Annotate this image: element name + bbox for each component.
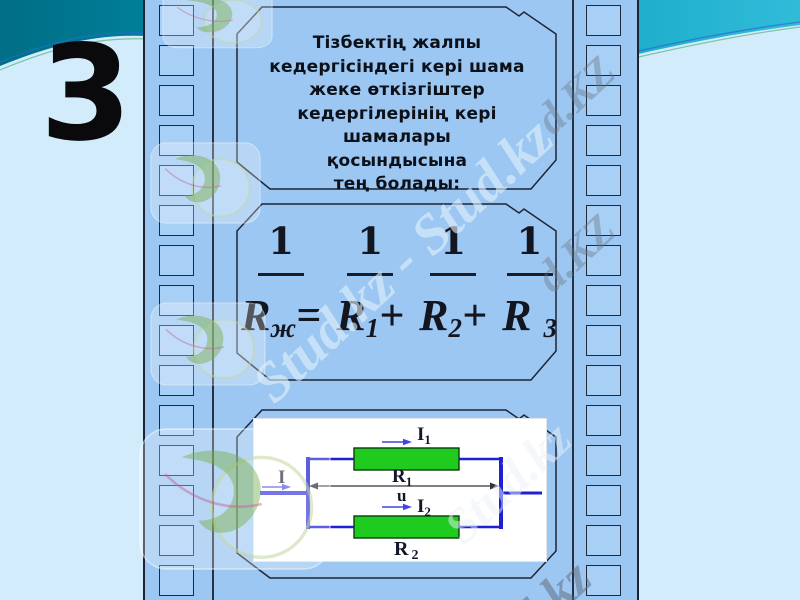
sprocket-hole (586, 85, 621, 116)
sprocket-hole (159, 325, 194, 356)
sprocket-hole (159, 85, 194, 116)
sprocket-hole (159, 485, 194, 516)
resistance-symbol: R (336, 290, 366, 340)
title-box-frame (236, 6, 557, 190)
sprocket-hole (586, 485, 621, 516)
current-arrowhead-i2 (403, 503, 412, 511)
fraction-numerator: 1 (268, 219, 295, 263)
sprocket-hole (159, 45, 194, 76)
formula-fraction: 1 R1+ (336, 221, 404, 352)
label-r1: R1 (392, 466, 412, 489)
sprocket-hole (586, 525, 621, 556)
title-line: тең болады: (333, 174, 461, 194)
sprocket-hole (586, 165, 621, 196)
sprocket-hole (586, 405, 621, 436)
label-i: I (278, 467, 285, 488)
sprocket-hole (159, 365, 194, 396)
title-line: кедергісіндегі кері шама (269, 56, 525, 77)
resistance-symbol: R (241, 290, 271, 340)
sprocket-hole (586, 445, 621, 476)
sprocket-hole (159, 245, 194, 276)
title-line: Тізбектің жалпы (312, 33, 482, 53)
filmstrip-rail-right (572, 0, 574, 600)
fraction-denominator: R1+ (336, 290, 405, 352)
fraction-numerator: 1 (440, 219, 466, 263)
slide-number: 3 (40, 17, 132, 171)
sprocket-hole (586, 365, 621, 396)
fraction-numerator: 1 (357, 219, 384, 263)
sprocket-hole (159, 285, 194, 316)
sprocket-hole (586, 45, 621, 76)
resistance-subscript: ж (270, 312, 297, 343)
sprocket-hole (159, 5, 194, 36)
fraction-bar (506, 273, 553, 276)
current-arrowhead-i1 (403, 438, 412, 446)
formula-operator: + (462, 290, 488, 340)
resistance-subscript: 1 (365, 312, 380, 343)
resistance-subscript: 2 (448, 312, 463, 343)
sprocket-column-left (159, 5, 194, 596)
resistance-symbol: R (502, 290, 532, 340)
filmstrip-rail-left (212, 0, 214, 600)
formula-box-frame (236, 203, 557, 381)
sprocket-hole (586, 285, 621, 316)
formula-fraction: 1 R2+ (419, 221, 487, 352)
sprocket-hole (159, 165, 194, 196)
fraction-numerator: 1 (516, 219, 543, 263)
sprocket-hole (586, 565, 621, 596)
sprocket-hole (159, 125, 194, 156)
sprocket-hole (586, 125, 621, 156)
sprocket-hole (586, 205, 621, 236)
measure-arrowhead-left (309, 482, 318, 490)
title-box: Тізбектің жалпы кедергісіндегі кері шама… (236, 6, 558, 194)
title-line: кедергілерінің кері шамалары (297, 103, 497, 148)
fraction-bar (430, 273, 477, 276)
resistor-r2 (353, 515, 460, 539)
label-i1: I1 (417, 424, 431, 447)
label-i2: I2 (417, 496, 431, 519)
sprocket-column-right (586, 5, 621, 596)
sprocket-hole (586, 245, 621, 276)
sprocket-hole (586, 325, 621, 356)
title-line: жеке өткізгіштер (309, 80, 485, 100)
filmstrip: Тізбектің жалпы кедергісіндегі кері шама… (143, 0, 639, 600)
fraction-denominator: R2+ (419, 290, 488, 352)
resistance-symbol: R (419, 290, 449, 340)
title-text: Тізбектің жалпы кедергісіндегі кері шама… (244, 32, 550, 197)
label-u: u (397, 486, 406, 505)
resistor-r1 (353, 447, 460, 471)
sprocket-hole (586, 5, 621, 36)
formula-operator: = (296, 290, 322, 340)
formula-fraction: 1 Rж= (241, 221, 321, 352)
fraction-denominator: Rж= (241, 290, 322, 352)
title-line: қосындысына (326, 150, 468, 171)
sprocket-hole (159, 565, 194, 596)
fraction-bar (258, 273, 305, 276)
sprocket-hole (159, 205, 194, 236)
measure-arrowhead-right (490, 482, 499, 490)
sprocket-hole (159, 405, 194, 436)
sprocket-hole (159, 445, 194, 476)
formula-operator: + (379, 290, 405, 340)
resistance-subscript: 3 (543, 312, 557, 343)
fraction-bar (347, 273, 394, 276)
sprocket-hole (159, 525, 194, 556)
